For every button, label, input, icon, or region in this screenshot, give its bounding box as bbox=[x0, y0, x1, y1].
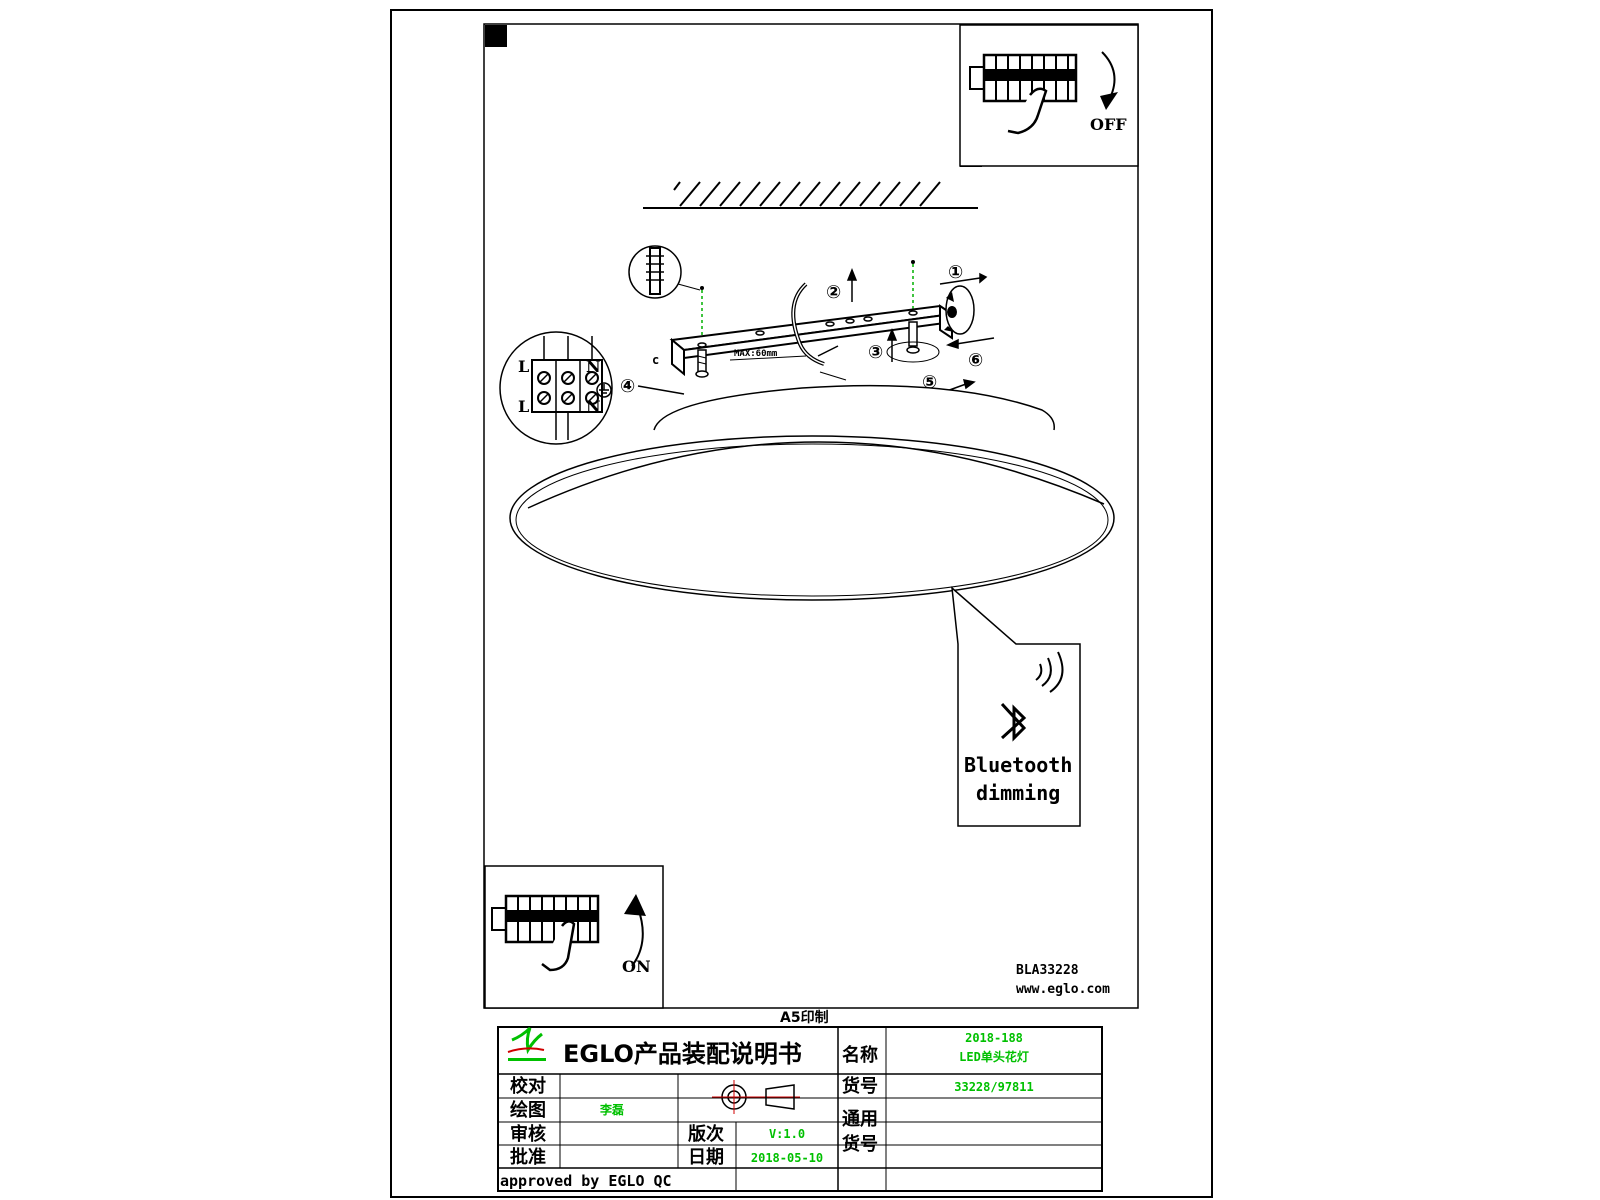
drawing-value: 李磊 bbox=[599, 1102, 624, 1117]
terminal-top-right-label: N bbox=[586, 357, 601, 376]
screw-right bbox=[886, 321, 940, 363]
screw-left bbox=[695, 349, 709, 378]
lamp-shade bbox=[509, 435, 1115, 601]
version-label: 版次 bbox=[688, 1123, 724, 1145]
bluetooth-label: Bluetooth bbox=[964, 753, 1072, 777]
projection-symbol-icon bbox=[712, 1080, 800, 1114]
version-value: V:1.0 bbox=[769, 1127, 805, 1141]
general-item-label-line2: 货号 bbox=[842, 1133, 878, 1155]
bluetooth-icon bbox=[1000, 702, 1027, 742]
off-label: OFF bbox=[1090, 115, 1127, 134]
step-6-label: ⑥ bbox=[968, 350, 983, 371]
corner-marker-top-left bbox=[485, 25, 507, 47]
approved-by: approved by EGLO QC bbox=[500, 1172, 672, 1190]
step-arrows bbox=[637, 267, 995, 416]
item-no-value: 33228/97811 bbox=[954, 1080, 1033, 1094]
bracket-end-mark: c bbox=[652, 353, 659, 367]
canopy-rotate-detail bbox=[944, 285, 975, 335]
off-arrowhead-icon bbox=[1100, 92, 1118, 110]
terminal-top-left-label: L bbox=[518, 357, 529, 376]
approve-label: 批准 bbox=[510, 1146, 546, 1168]
breaker-off-icon bbox=[969, 53, 1078, 135]
breaker-on-inset: ON bbox=[484, 865, 664, 1009]
model-code: BLA33228 bbox=[1016, 963, 1079, 978]
mounting-bracket bbox=[669, 304, 955, 377]
drawing-frame bbox=[483, 23, 1139, 1009]
max-dimension-label: MAX:60mm bbox=[734, 349, 778, 359]
on-arrowhead-icon bbox=[624, 894, 646, 916]
date-label: 日期 bbox=[688, 1147, 724, 1168]
item-no-label: 货号 bbox=[842, 1075, 878, 1097]
document-title: EGLO产品装配说明书 bbox=[563, 1040, 802, 1068]
check-label: 校对 bbox=[510, 1075, 546, 1097]
ceiling-hatch bbox=[643, 181, 978, 209]
step-3-label: ③ bbox=[868, 342, 883, 363]
name-label: 名称 bbox=[842, 1044, 878, 1066]
breaker-on-icon bbox=[491, 894, 600, 972]
step-4-label: ④ bbox=[620, 376, 635, 397]
date-value: 2018-05-10 bbox=[751, 1151, 823, 1165]
earth-symbol-icon bbox=[596, 382, 612, 398]
drawing-label: 绘图 bbox=[510, 1099, 546, 1121]
eglo-logo bbox=[507, 1026, 546, 1061]
terminal-bottom-left-label: L bbox=[518, 397, 529, 416]
step-1-label: ① bbox=[948, 262, 963, 283]
wall-plug-detail bbox=[628, 245, 701, 299]
dimming-label: dimming bbox=[976, 781, 1060, 805]
title-block bbox=[497, 1026, 1103, 1192]
wiring-terminal-detail: L N L N bbox=[499, 331, 613, 445]
lamp-canopy bbox=[653, 384, 1055, 431]
terminal-bottom-right-label: N bbox=[586, 397, 601, 416]
bluetooth-callout: Bluetooth dimming bbox=[951, 586, 1081, 827]
max-dimension-line bbox=[729, 355, 807, 361]
review-label: 审核 bbox=[510, 1123, 546, 1145]
signal-waves-icon bbox=[1035, 651, 1064, 693]
website: www.eglo.com bbox=[1016, 982, 1110, 997]
on-label: ON bbox=[622, 957, 651, 976]
print-size-label: A5印制 bbox=[780, 1009, 829, 1026]
general-item-label-line1: 通用 bbox=[842, 1109, 878, 1130]
name-value-line2: LED单头花灯 bbox=[959, 1049, 1029, 1064]
step-2-label: ② bbox=[826, 282, 841, 303]
outer-frame bbox=[390, 9, 1213, 1198]
name-value-line1: 2018-188 bbox=[965, 1031, 1023, 1045]
breaker-off-inset: OFF bbox=[959, 24, 1139, 167]
